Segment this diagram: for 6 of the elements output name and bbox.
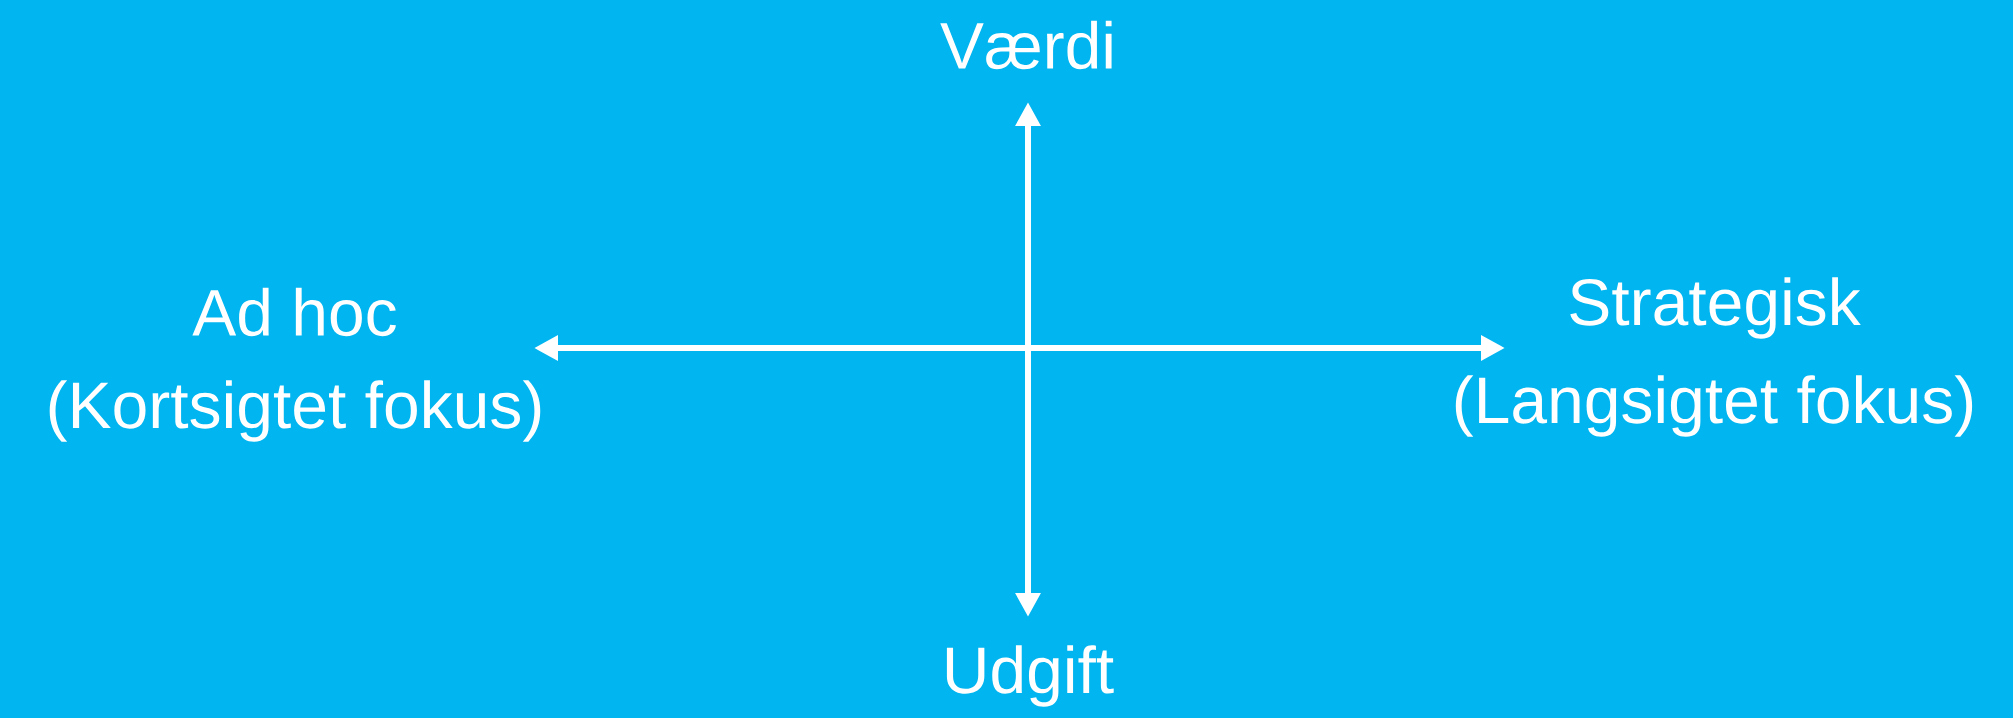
axis-label: Strategisk [1570,277,1861,339]
axis-label: (Kortsigtet fokus) [49,380,541,442]
axis-label: Udgift [946,645,1114,707]
axis-label: Værdi [940,20,1112,70]
axis-label: (Langsigtet fokus) [1455,375,1973,437]
axis-label: Ad hoc [192,287,396,337]
